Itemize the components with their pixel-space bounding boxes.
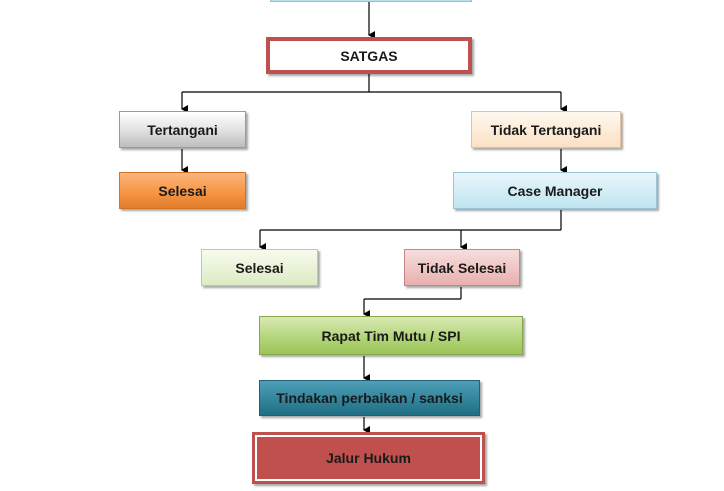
rapat-label: Rapat Tim Mutu / SPI <box>321 327 461 344</box>
tindakan-label: Tindakan perbaikan / sanksi <box>276 390 463 406</box>
case-manager-label: Case Manager <box>507 182 603 199</box>
selesai-left-label: Selesai <box>158 182 207 199</box>
node-case-manager: Case Manager <box>453 172 657 209</box>
top-box-partial <box>270 0 472 2</box>
node-rapat-tim-mutu: Rapat Tim Mutu / SPI <box>259 316 523 355</box>
tidak-tertangani-label: Tidak Tertangani <box>490 121 602 138</box>
node-selesai-mid: Selesai <box>201 249 318 286</box>
node-tidak-tertangani: Tidak Tertangani <box>471 111 621 148</box>
node-tindakan-perbaikan: Tindakan perbaikan / sanksi <box>259 380 480 416</box>
satgas-label: SATGAS <box>340 47 398 64</box>
selesai-mid-label: Selesai <box>235 259 284 276</box>
node-jalur-hukum: Jalur Hukum <box>252 432 485 484</box>
node-tertangani: Tertangani <box>119 111 246 148</box>
tidak-selesai-label: Tidak Selesai <box>417 259 507 276</box>
node-satgas: SATGAS <box>266 37 472 74</box>
jalur-hukum-label: Jalur Hukum <box>326 450 411 466</box>
tertangani-label: Tertangani <box>147 121 218 138</box>
node-selesai-left: Selesai <box>119 172 246 209</box>
node-tidak-selesai: Tidak Selesai <box>404 249 520 286</box>
